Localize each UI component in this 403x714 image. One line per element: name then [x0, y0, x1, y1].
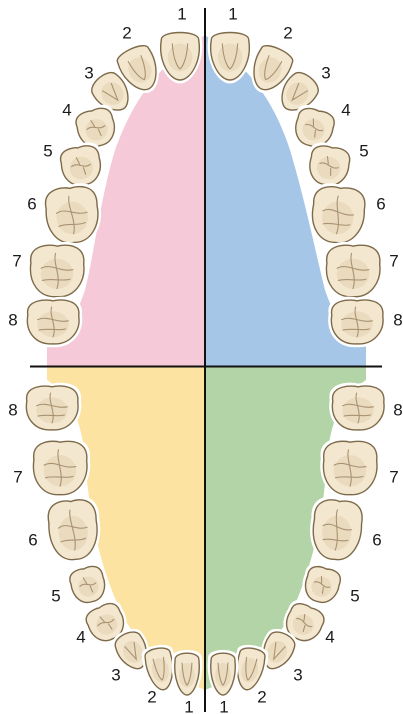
- tooth-number-lower-right-8: 8: [8, 400, 17, 419]
- tooth-number-lower-left-7: 7: [389, 467, 398, 486]
- tooth-center-shade: [168, 44, 193, 72]
- tooth-number-upper-left-6: 6: [376, 194, 385, 213]
- tooth-lower-right-8: [23, 383, 81, 434]
- tooth-lower-left-7: [320, 438, 380, 498]
- tooth-number-upper-right-7: 7: [12, 251, 21, 270]
- tooth-number-lower-right-4: 4: [76, 627, 85, 646]
- tooth-number-upper-right-8: 8: [8, 310, 17, 329]
- tooth-number-upper-left-7: 7: [389, 251, 398, 270]
- tooth-center-shade: [218, 44, 243, 72]
- tooth-number-upper-right-2: 2: [122, 23, 131, 42]
- tooth-number-lower-left-4: 4: [325, 627, 334, 646]
- tooth-groove: [39, 329, 66, 330]
- tooth-groove: [38, 415, 65, 416]
- tooth-number-upper-right-1: 1: [177, 4, 186, 23]
- tooth-upper-left-8: [328, 297, 386, 348]
- tooth-number-lower-right-6: 6: [28, 530, 37, 549]
- tooth-lower-left-1: [208, 650, 239, 698]
- tooth-lower-right-1: [172, 650, 203, 698]
- tooth-upper-right-8: [24, 297, 82, 348]
- tooth-number-lower-right-5: 5: [51, 586, 60, 605]
- tooth-number-upper-left-1: 1: [228, 4, 237, 23]
- tooth-number-upper-left-8: 8: [393, 310, 402, 329]
- tooth-number-lower-left-5: 5: [350, 586, 359, 605]
- tooth-number-upper-left-3: 3: [321, 63, 330, 82]
- tooth-upper-right-6: [41, 182, 104, 249]
- tooth-number-upper-right-4: 4: [62, 100, 71, 119]
- tooth-upper-right-7: [27, 242, 87, 300]
- tooth-number-lower-right-1: 1: [184, 697, 193, 714]
- tooth-number-upper-right-3: 3: [84, 63, 93, 82]
- tooth-number-lower-left-6: 6: [372, 530, 381, 549]
- tooth-number-lower-right-3: 3: [111, 665, 120, 684]
- tooth-lower-right-7: [30, 438, 90, 498]
- tooth-groove: [344, 415, 371, 416]
- tooth-upper-left-7: [323, 242, 383, 300]
- tooth-number-lower-right-2: 2: [147, 687, 156, 706]
- tooth-number-upper-left-2: 2: [283, 23, 292, 42]
- tooth-lower-left-8: [329, 383, 387, 434]
- tooth-number-upper-right-6: 6: [27, 194, 36, 213]
- tooth-number-lower-left-1: 1: [219, 697, 228, 714]
- tooth-number-upper-left-4: 4: [341, 100, 350, 119]
- tooth-groove: [343, 329, 370, 330]
- tooth-number-upper-right-5: 5: [43, 141, 52, 160]
- tooth-number-lower-left-8: 8: [393, 400, 402, 419]
- tooth-lower-left-6: [307, 495, 367, 565]
- tooth-lower-right-6: [43, 495, 103, 565]
- tooth-center-shade: [179, 663, 195, 688]
- tooth-number-lower-left-2: 2: [257, 687, 266, 706]
- tooth-number-lower-left-3: 3: [293, 665, 302, 684]
- tooth-number-lower-right-7: 7: [13, 467, 22, 486]
- tooth-center-shade: [215, 663, 231, 688]
- tooth-number-upper-left-5: 5: [359, 141, 368, 160]
- tooth-upper-left-6: [307, 182, 370, 249]
